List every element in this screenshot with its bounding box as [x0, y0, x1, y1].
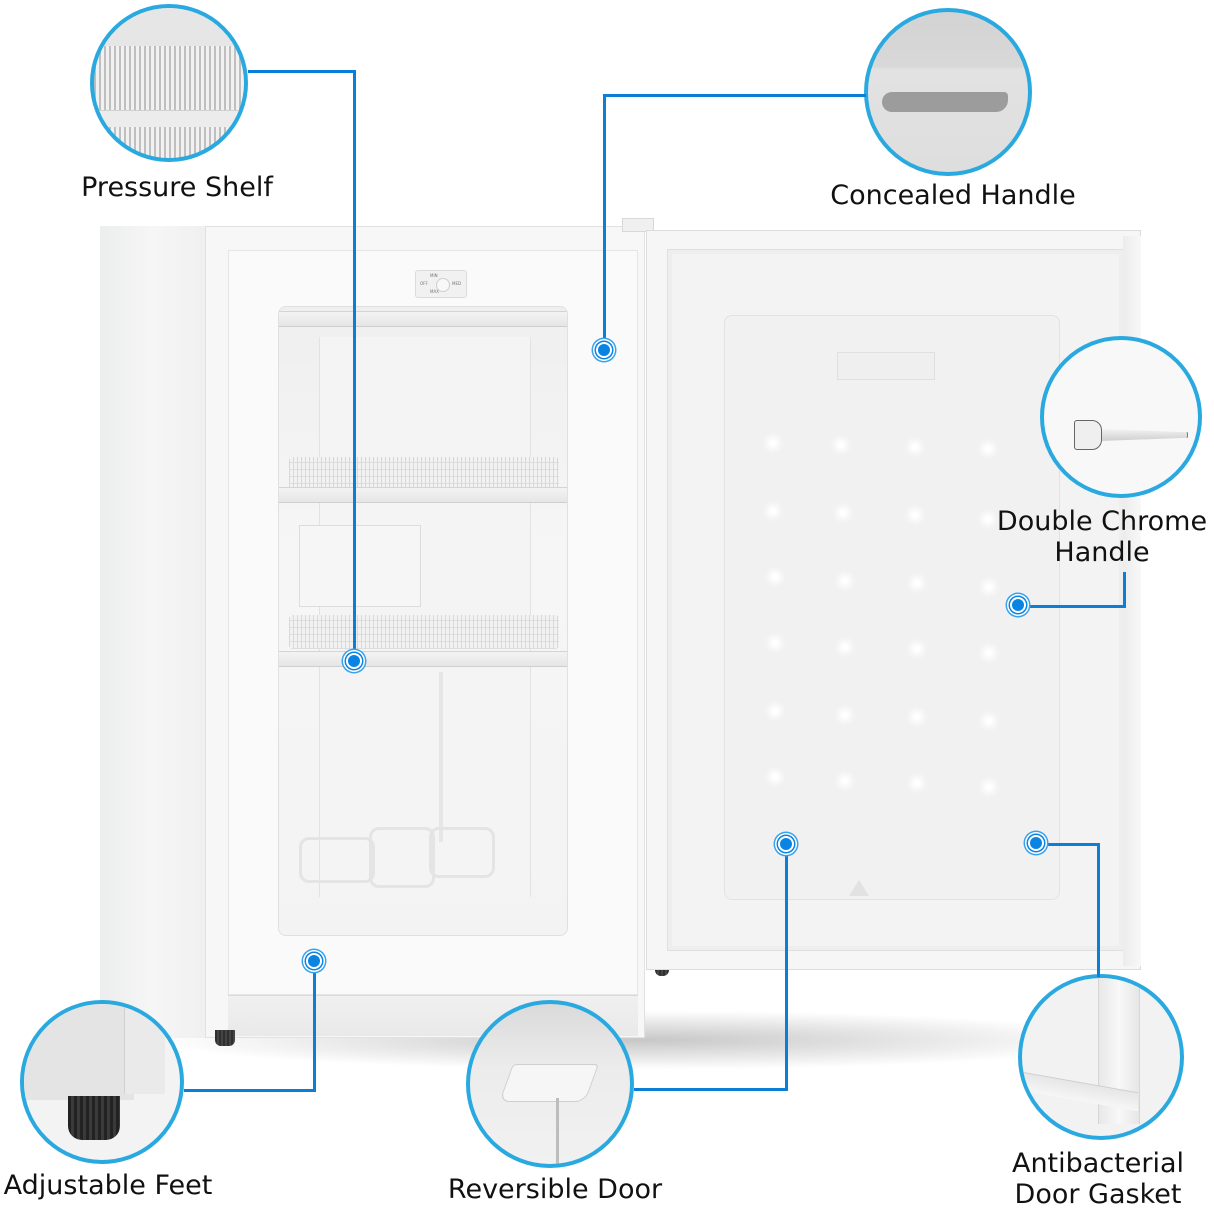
handle-recess-icon — [882, 92, 1008, 112]
reversible-door-connector-vertical — [785, 845, 788, 1091]
pressure-shelf-marker-dot[interactable] — [348, 655, 360, 667]
recycle-triangle-icon — [849, 880, 869, 896]
double-chrome-handle-label-line2: Handle — [1054, 537, 1150, 568]
door-dimple — [912, 512, 918, 518]
door-dimple — [912, 444, 918, 450]
door-dimple — [986, 584, 992, 590]
door-seam — [556, 1098, 559, 1164]
door-dimple — [842, 644, 848, 650]
door-dimple — [914, 780, 920, 786]
feet-closeup-side — [124, 1004, 165, 1094]
door-dimple — [986, 650, 992, 656]
antibacterial-door-gasket-bubble — [1018, 974, 1184, 1140]
door-dimple — [985, 446, 991, 452]
door-dimple — [842, 578, 848, 584]
adjustable-feet-bubble — [20, 1000, 184, 1164]
door-dimple — [985, 516, 991, 522]
top-hinge — [622, 218, 654, 232]
freezer-cavity — [278, 306, 568, 936]
concealed-handle-connector — [604, 94, 866, 97]
concealed-handle-marker-dot[interactable] — [598, 344, 610, 356]
concealed-handle-connector-vertical — [603, 94, 606, 350]
concealed-handle-bubble — [864, 8, 1032, 176]
door-dimple — [914, 580, 920, 586]
reversible-door-label: Reversible Door — [447, 1174, 663, 1205]
cabinet-foot-left — [215, 1030, 235, 1046]
door-dimple — [772, 640, 778, 646]
door-dimple — [986, 784, 992, 790]
door-dimple — [914, 714, 920, 720]
reversible-door-bubble — [466, 1000, 634, 1168]
door-dimple — [772, 774, 778, 780]
door-inner-panel — [724, 315, 1060, 900]
bottom-coil-1 — [299, 837, 375, 883]
shelf-2-front — [279, 651, 567, 667]
bottom-coil-3 — [429, 827, 495, 878]
pressure-shelf-label: Pressure Shelf — [81, 172, 273, 203]
hinge-cap-icon — [499, 1064, 599, 1102]
adjustable-feet-marker-dot[interactable] — [308, 955, 320, 967]
reversible-door-marker-dot[interactable] — [780, 838, 792, 850]
door-dimple — [986, 718, 992, 724]
adjustable-feet-label: Adjustable Feet — [3, 1170, 213, 1201]
chrome-handle-base-icon — [1074, 420, 1102, 450]
top-shelf-lip — [279, 311, 567, 327]
door-dimple — [840, 510, 846, 516]
antibacterial-door-gasket-label-line2: Door Gasket — [1014, 1179, 1182, 1210]
door-dimple — [772, 574, 778, 580]
double-chrome-handle-connector-vertical — [1123, 572, 1126, 608]
door-dimple — [770, 508, 776, 514]
thermostat-dial: MIN OFF MED MAX — [415, 270, 467, 298]
shelf-closeup-rail — [94, 110, 244, 127]
door-dimple — [842, 712, 848, 718]
thermostat-knob — [436, 278, 450, 292]
pressure-shelf-bubble — [90, 4, 248, 162]
double-chrome-handle-connector — [1020, 605, 1126, 608]
adjustable-foot-icon — [68, 1096, 120, 1140]
antibacterial-door-gasket-marker-dot[interactable] — [1030, 837, 1042, 849]
door-dimple — [842, 778, 848, 784]
coil-pipe — [439, 672, 443, 842]
thermostat-label-med: MED — [452, 281, 462, 286]
thermostat-label-max: MAX — [430, 289, 439, 294]
adjustable-feet-connector-vertical — [313, 962, 316, 1092]
antibacterial-door-gasket-connector-vertical — [1097, 843, 1100, 977]
antibacterial-door-gasket-label-line1: Antibacterial — [1011, 1148, 1185, 1179]
thermostat-label-min: MIN — [430, 273, 438, 278]
double-chrome-handle-bubble — [1040, 336, 1202, 498]
adjustable-feet-connector — [184, 1089, 316, 1092]
door-dimple — [914, 646, 920, 652]
antibacterial-door-gasket-connector — [1040, 843, 1100, 846]
bottom-coil-2 — [369, 827, 435, 888]
feet-closeup-cabinet — [24, 1004, 134, 1100]
wire-shelf-2 — [289, 615, 559, 649]
door-emblem — [837, 352, 935, 380]
double-chrome-handle-marker-dot[interactable] — [1012, 599, 1024, 611]
pressure-shelf-connector-vertical — [353, 70, 356, 660]
door-dimple — [770, 440, 776, 446]
shelf-closeup-wall — [94, 8, 244, 46]
door-dimple — [838, 442, 844, 448]
thermostat-label-off: OFF — [420, 281, 428, 286]
shelf-1-front — [279, 487, 567, 503]
concealed-handle-label: Concealed Handle — [830, 180, 1076, 211]
wire-shelf-1 — [289, 457, 559, 491]
pressure-shelf-connector — [248, 70, 356, 73]
evaporator-cover — [299, 525, 421, 607]
double-chrome-handle-label-line1: Double Chrome — [996, 506, 1208, 537]
reversible-door-connector — [634, 1088, 788, 1091]
door-dimple — [772, 708, 778, 714]
